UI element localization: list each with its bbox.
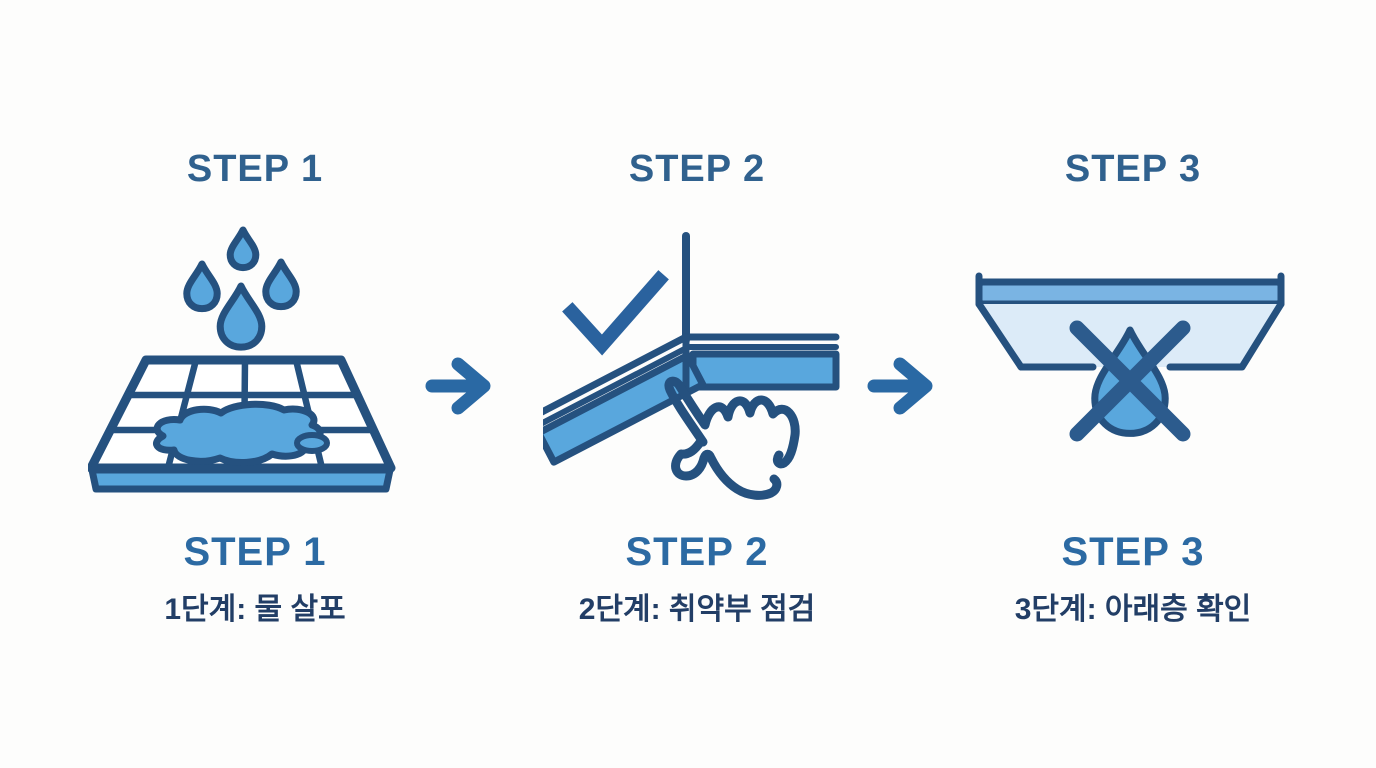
water-drop-icon: [216, 282, 266, 351]
step-2-column: STEP 2 STEP 2: [517, 0, 877, 768]
step-2-name: STEP 2: [625, 530, 769, 574]
ceiling-underside-edges: [975, 300, 1285, 371]
step-1-caption: 1단계: 물 살포: [164, 593, 346, 626]
right-arrow-icon: [425, 357, 491, 415]
step-2-top-label: STEP 2: [628, 148, 766, 190]
small-puddle: [294, 432, 330, 454]
ceiling-edge-ticks: [975, 272, 1285, 308]
ceiling-slab: [975, 278, 1285, 308]
step-3-top-label: STEP 3: [1064, 148, 1202, 190]
water-drops: [183, 226, 300, 351]
step-3-column: STEP 3 STEP 3 3단계: 아래층 확인: [953, 0, 1313, 768]
baseboard-left: [543, 333, 707, 466]
right-arrow-icon: [867, 357, 933, 415]
ceiling-no-leak-icon: [975, 272, 1285, 442]
step-3-name: STEP 3: [1061, 530, 1205, 574]
cross-out-icon: [1069, 320, 1191, 442]
step-1-top-label: STEP 1: [186, 148, 324, 190]
water-drop-icon: [226, 226, 260, 272]
water-drop-icon: [262, 258, 300, 311]
step-1-column: STEP 1 STEP 1 1단계: 물 살포: [75, 0, 435, 768]
baseboard-right: [682, 333, 840, 391]
floor-front-edge: [88, 466, 394, 493]
water-drops-on-tiled-floor-icon: [88, 226, 396, 493]
water-puddle: [153, 400, 324, 466]
checkmark-icon: [562, 270, 669, 356]
corner-baseboard-inspection-icon: [543, 232, 840, 500]
step-1-name: STEP 1: [183, 530, 327, 574]
water-drop-icon: [183, 260, 221, 313]
step-2-caption: 2단계: 취약부 점검: [578, 593, 816, 626]
pointing-hand-icon: [664, 376, 800, 500]
step-3-caption: 3단계: 아래층 확인: [1014, 593, 1252, 626]
